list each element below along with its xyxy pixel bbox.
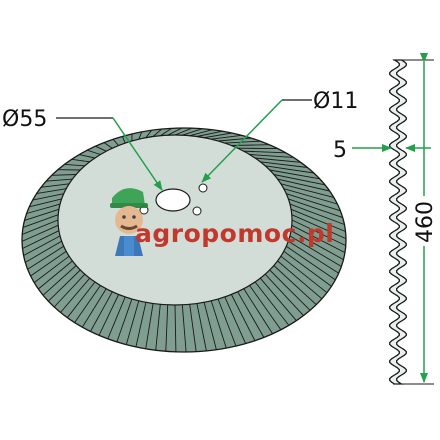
- dim-height: 460: [393, 53, 438, 385]
- bolt-hole: [192, 206, 202, 216]
- dim-hole-small: Ø11: [201, 89, 358, 183]
- dim-hole-large: Ø55: [2, 107, 163, 191]
- flute-lines: [21, 127, 347, 353]
- disc-side-profile: [389, 59, 407, 385]
- dim-hole-large-label: Ø55: [2, 107, 47, 132]
- dim-hole-small-label: Ø11: [313, 89, 358, 114]
- center-hole: [155, 188, 191, 212]
- profile-wave: [389, 59, 407, 385]
- watermark-mascot-icon: [110, 188, 148, 256]
- bolt-hole: [198, 183, 208, 193]
- disc-center-plate: [57, 134, 293, 306]
- dim-thickness-label: 5: [333, 138, 347, 163]
- disc-flutes: [21, 127, 347, 353]
- disc: [21, 127, 347, 353]
- watermark-text: agropomoc.pl: [135, 219, 334, 248]
- dim-height-label: 460: [413, 201, 438, 243]
- dim-thickness: 5: [333, 138, 431, 163]
